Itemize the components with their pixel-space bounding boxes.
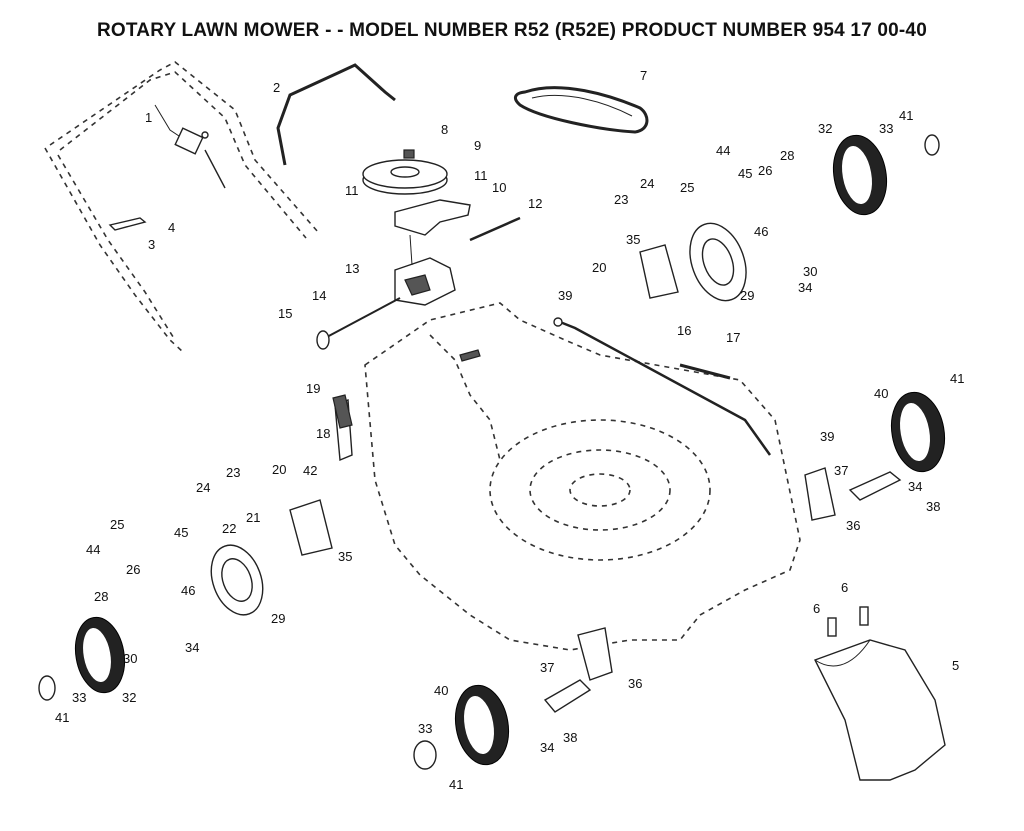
- drive-belt: [513, 86, 649, 134]
- callout: 18: [316, 426, 330, 441]
- bracket: [394, 199, 471, 236]
- callouts: 1 2 3 4 5 6 6 7 8 9 10 11 11 12 13 14 15…: [55, 68, 964, 792]
- callout: 44: [86, 542, 100, 557]
- transmission: [394, 234, 456, 306]
- callout: 25: [110, 517, 124, 532]
- callout: 3: [148, 237, 155, 252]
- height-lever-front: [332, 394, 353, 462]
- callout: 35: [338, 549, 352, 564]
- callout: 40: [874, 386, 888, 401]
- callout: 36: [846, 518, 860, 533]
- callout: 20: [272, 462, 286, 477]
- spring: [469, 216, 521, 242]
- callout: 23: [226, 465, 240, 480]
- callout: 33: [418, 721, 432, 736]
- callout: 12: [528, 196, 542, 211]
- callout: 7: [640, 68, 647, 83]
- adjuster-plate-right: [639, 244, 679, 299]
- diagram-title: ROTARY LAWN MOWER - - MODEL NUMBER R52 (…: [97, 20, 927, 41]
- callout: 6: [841, 580, 848, 595]
- callout: 41: [950, 371, 964, 386]
- callout: 29: [740, 288, 754, 303]
- callout: 10: [492, 180, 506, 195]
- callout: 44: [716, 143, 730, 158]
- callout: 40: [434, 683, 448, 698]
- callout: 15: [278, 306, 292, 321]
- adjuster-plate-left: [289, 499, 333, 556]
- callout: 28: [94, 589, 108, 604]
- callout: 33: [879, 121, 893, 136]
- callout: 16: [677, 323, 691, 338]
- rear-bracket-right: [804, 467, 902, 521]
- grass-chute: [814, 606, 946, 781]
- callout: 28: [780, 148, 794, 163]
- callout: 34: [798, 280, 812, 295]
- callout: 39: [558, 288, 572, 303]
- control-cable: [154, 104, 226, 189]
- callout: 26: [126, 562, 140, 577]
- callout: 34: [540, 740, 554, 755]
- wheel-hub-right: [689, 222, 747, 302]
- callout: 30: [803, 264, 817, 279]
- callout: 37: [834, 463, 848, 478]
- rear-bracket-left: [543, 627, 613, 713]
- callout: 26: [758, 163, 772, 178]
- callout: 36: [628, 676, 642, 691]
- callout: 24: [640, 176, 654, 191]
- callout: 14: [312, 288, 326, 303]
- callout: 2: [273, 80, 280, 95]
- callout: 34: [908, 479, 922, 494]
- callout: 6: [813, 601, 820, 616]
- callout: 9: [474, 138, 481, 153]
- callout: 41: [55, 710, 69, 725]
- callout: 21: [246, 510, 260, 525]
- callout: 32: [122, 690, 136, 705]
- callout: 46: [754, 224, 768, 239]
- callout: 11: [474, 168, 488, 183]
- callout: 13: [345, 261, 359, 276]
- handle-assembly: [44, 61, 319, 353]
- callout: 38: [926, 499, 940, 514]
- wheel-hub-left: [210, 544, 264, 616]
- tire-front-right: [832, 134, 940, 216]
- callout: 39: [820, 429, 834, 444]
- callout: 45: [174, 525, 188, 540]
- callout: 1: [145, 110, 152, 125]
- callout: 41: [449, 777, 463, 792]
- callout: 8: [441, 122, 448, 137]
- callout: 4: [168, 220, 175, 235]
- callout: 34: [185, 640, 199, 655]
- bail-rod: [276, 63, 396, 166]
- callout: 24: [196, 480, 210, 495]
- handle-bolt: [108, 217, 147, 231]
- callout: 25: [680, 180, 694, 195]
- pulley: [362, 149, 448, 195]
- callout: 38: [563, 730, 577, 745]
- axle: [316, 297, 401, 350]
- callout: 23: [614, 192, 628, 207]
- callout: 37: [540, 660, 554, 675]
- tire-rear-left: [413, 684, 510, 770]
- callout: 20: [592, 260, 606, 275]
- callout: 11: [345, 183, 359, 198]
- callout: 29: [271, 611, 285, 626]
- callout: 41: [899, 108, 913, 123]
- callout: 22: [222, 521, 236, 536]
- mower-deck: [364, 302, 801, 651]
- callout: 42: [303, 463, 317, 478]
- callout: 5: [952, 658, 959, 673]
- callout: 35: [626, 232, 640, 247]
- callout: 30: [123, 651, 137, 666]
- callout: 33: [72, 690, 86, 705]
- callout: 32: [818, 121, 832, 136]
- tire-rear-right: [890, 391, 946, 473]
- lift-rod: [553, 317, 772, 456]
- tire-front-left: [38, 616, 126, 701]
- callout: 17: [726, 330, 740, 345]
- callout: 19: [306, 381, 320, 396]
- callout: 46: [181, 583, 195, 598]
- callout: 45: [738, 166, 752, 181]
